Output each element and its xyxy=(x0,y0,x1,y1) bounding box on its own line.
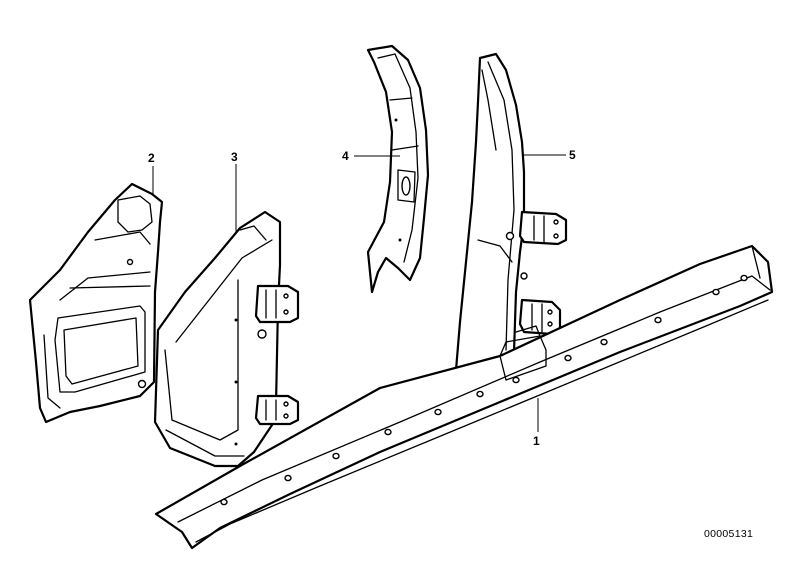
part-5-b-pillar xyxy=(454,52,568,374)
callout-2: 2 xyxy=(148,151,155,165)
part-4-b-pillar-reinforcement xyxy=(366,44,430,294)
leader-lines xyxy=(152,154,566,432)
part-3-a-pillar xyxy=(153,210,300,468)
part-1-rocker-panel xyxy=(154,244,774,550)
callout-1: 1 xyxy=(533,434,540,448)
hinge-b-upper-icon xyxy=(518,210,568,246)
callout-3: 3 xyxy=(231,150,238,164)
document-number: 00005131 xyxy=(704,528,753,540)
hinge-upper-icon xyxy=(254,284,300,324)
hinge-lower-icon xyxy=(254,394,300,426)
callout-5: 5 xyxy=(569,148,576,162)
part-2-side-panel xyxy=(28,182,164,424)
callout-4: 4 xyxy=(342,149,349,163)
sill-holes xyxy=(220,274,748,506)
